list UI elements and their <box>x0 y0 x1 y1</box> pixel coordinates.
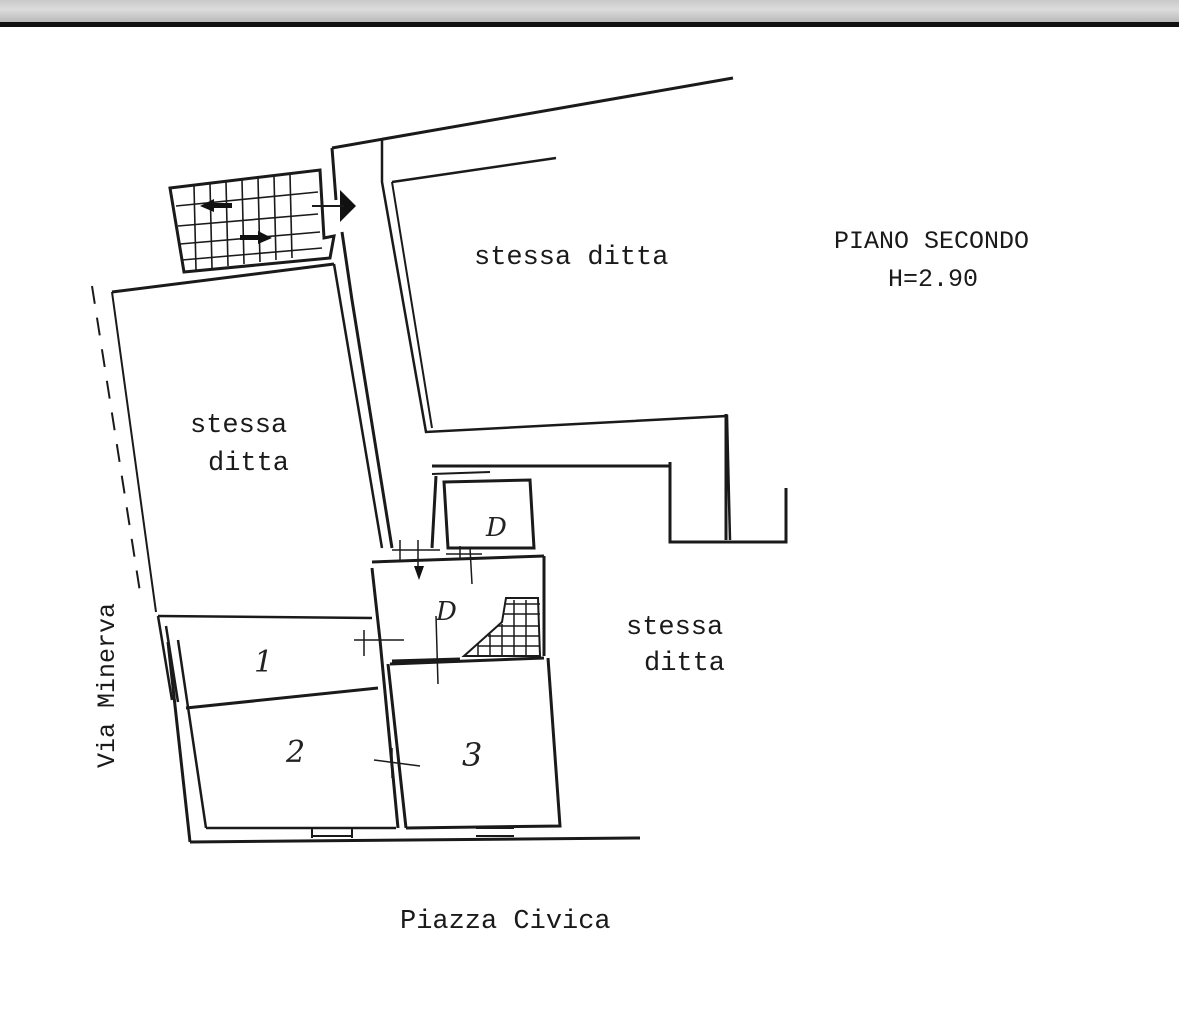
label-stessa-left-2: ditta <box>208 449 289 479</box>
stair-outline <box>168 168 336 274</box>
wall-right-step <box>668 414 788 544</box>
wall-room2-bottom <box>189 836 641 844</box>
height-label: H=2.90 <box>888 265 978 294</box>
header-bar <box>0 0 1179 22</box>
room-number-3: 3 <box>462 736 482 774</box>
label-stessa-right-2: ditta <box>644 649 725 679</box>
label-via-minerva: Via Minerva <box>93 603 122 768</box>
wall-room2-right <box>378 639 400 829</box>
inner-stair-treads <box>477 600 540 656</box>
wall-top-long <box>331 76 734 150</box>
wall-room1-left <box>156 615 180 703</box>
door-mark-small-room: D <box>485 513 507 543</box>
door-ticks <box>354 540 482 778</box>
wall-room3-right <box>405 657 562 830</box>
room-number-1: 1 <box>254 645 273 680</box>
street-dashed-line <box>91 285 141 593</box>
wall-room1-bottom <box>185 686 379 710</box>
wall-room2-left-inner <box>176 639 208 829</box>
door-arrow-hall <box>414 566 424 580</box>
wall-corridor-left <box>330 147 394 549</box>
inner-stair-outline <box>461 597 542 657</box>
stair-arrows <box>200 199 272 244</box>
label-stessa-ditta-top: stessa ditta <box>474 243 668 273</box>
window-room2 <box>311 827 353 838</box>
wall-small-room <box>442 478 536 550</box>
door-mark-hall: D <box>435 597 457 627</box>
wall-small-room-outer <box>431 471 491 475</box>
wall-left-room-top <box>111 262 335 294</box>
label-piazza-civica: Piazza Civica <box>400 907 611 937</box>
floor-title: PIANO SECONDO <box>834 227 1029 256</box>
header-rule <box>0 22 1179 27</box>
room-number-2: 2 <box>285 735 305 770</box>
wall-corridor-right-outer <box>380 140 732 541</box>
wall-left-room-right <box>332 263 384 549</box>
wall-inner-top <box>391 156 557 184</box>
wall-right-step-top-2 <box>430 475 438 549</box>
wall-room3-left <box>386 663 408 829</box>
wall-hall-left <box>370 567 382 641</box>
door-arrow-stair <box>340 190 356 222</box>
label-stessa-left-1: stessa <box>190 411 287 441</box>
wall-left-room-left <box>111 291 157 613</box>
hall-door-bottom <box>391 657 461 665</box>
wall-room1-top <box>157 614 373 620</box>
wall-room2-left <box>166 641 192 843</box>
stair-treads <box>175 173 323 271</box>
wall-hall-top <box>371 554 545 564</box>
wall-corridor-right-inner <box>391 181 433 429</box>
label-stessa-right-1: stessa <box>626 613 723 643</box>
window-room3 <box>476 827 514 837</box>
